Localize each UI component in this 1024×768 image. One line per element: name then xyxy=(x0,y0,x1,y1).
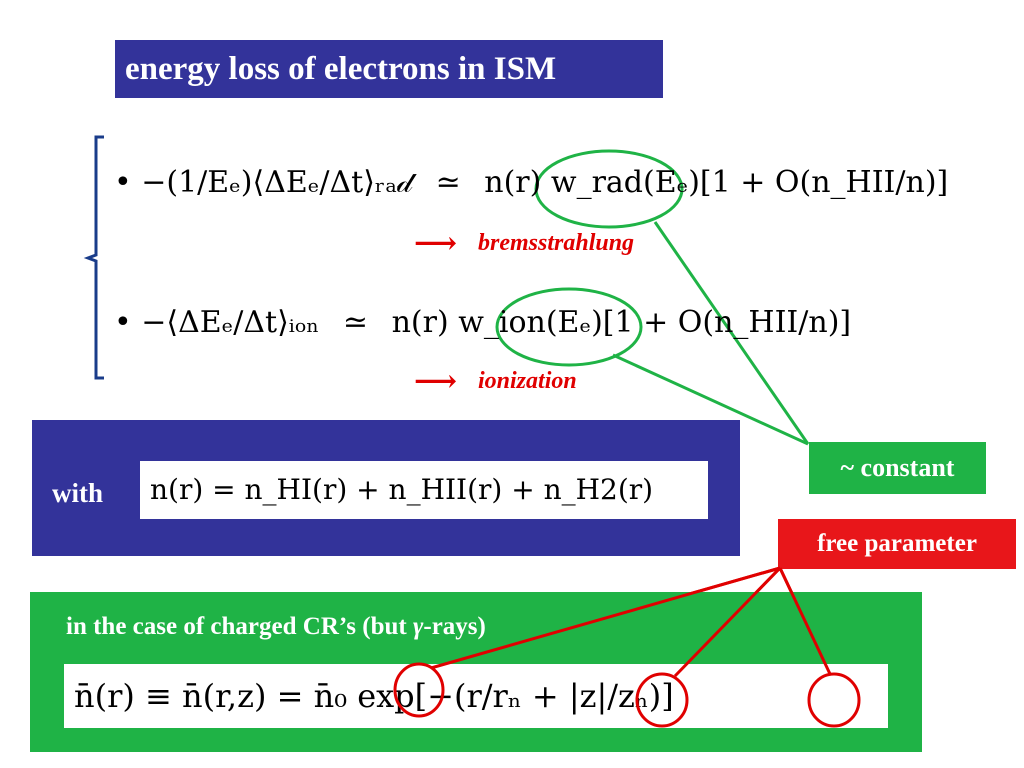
free-parameter-badge: free parameter xyxy=(778,519,1016,569)
equation-ionization: • −⟨ΔEₑ/Δt⟩ᵢₒₙ ≃ n(r) w_ion(Eₑ)[1 + O(n_… xyxy=(114,308,851,338)
mean-density-equation: n̄(r) ≡ n̄(r,z) = n̄₀ exp[−(r/rₙ + |z|/z… xyxy=(64,664,888,728)
equation-ion-rhs: n(r) w_ion(Eₑ)[1 + O(n_HII/n)] xyxy=(391,305,852,340)
arrow-right-icon: ⟶ xyxy=(414,365,458,398)
ionization-label: ionization xyxy=(478,368,577,394)
green-line-rad xyxy=(653,221,810,445)
equation-rad-lhs: • −(1/Eₑ)⟨ΔEₑ/Δt⟩ᵣₐ𝒹 xyxy=(114,165,413,200)
equation-rad-rel: ≃ xyxy=(435,165,461,200)
constant-badge: ~ constant xyxy=(809,442,986,494)
equation-ion-lhs: • −⟨ΔEₑ/Δt⟩ᵢₒₙ xyxy=(114,305,320,340)
left-brace xyxy=(83,135,104,380)
slide-title: energy loss of electrons in ISM xyxy=(115,40,663,98)
equation-ion-rel: ≃ xyxy=(342,305,369,340)
green-ellipse-rad xyxy=(534,149,684,229)
with-label: with xyxy=(52,478,104,508)
equation-radiative: • −(1/Eₑ)⟨ΔEₑ/Δt⟩ᵣₐ𝒹 ≃ n(r) w_rad(Eₑ)[1 … xyxy=(114,168,948,198)
case-label-post: -rays) xyxy=(423,613,486,640)
green-line-ion xyxy=(612,353,809,446)
case-label-pre: in the case of charged CR’s (but xyxy=(66,613,413,640)
gamma-symbol: γ xyxy=(412,613,424,640)
case-label: in the case of charged CR’s (but γ-rays) xyxy=(66,613,486,641)
green-ellipse-ion xyxy=(495,287,643,367)
equation-rad-rhs: n(r) w_rad(Eₑ)[1 + O(n_HII/n)] xyxy=(484,165,949,200)
bremsstrahlung-label: bremsstrahlung xyxy=(478,230,635,256)
density-equation: n(r) = n_HI(r) + n_HII(r) + n_H2(r) xyxy=(140,461,708,519)
arrow-right-icon: ⟶ xyxy=(414,227,458,260)
